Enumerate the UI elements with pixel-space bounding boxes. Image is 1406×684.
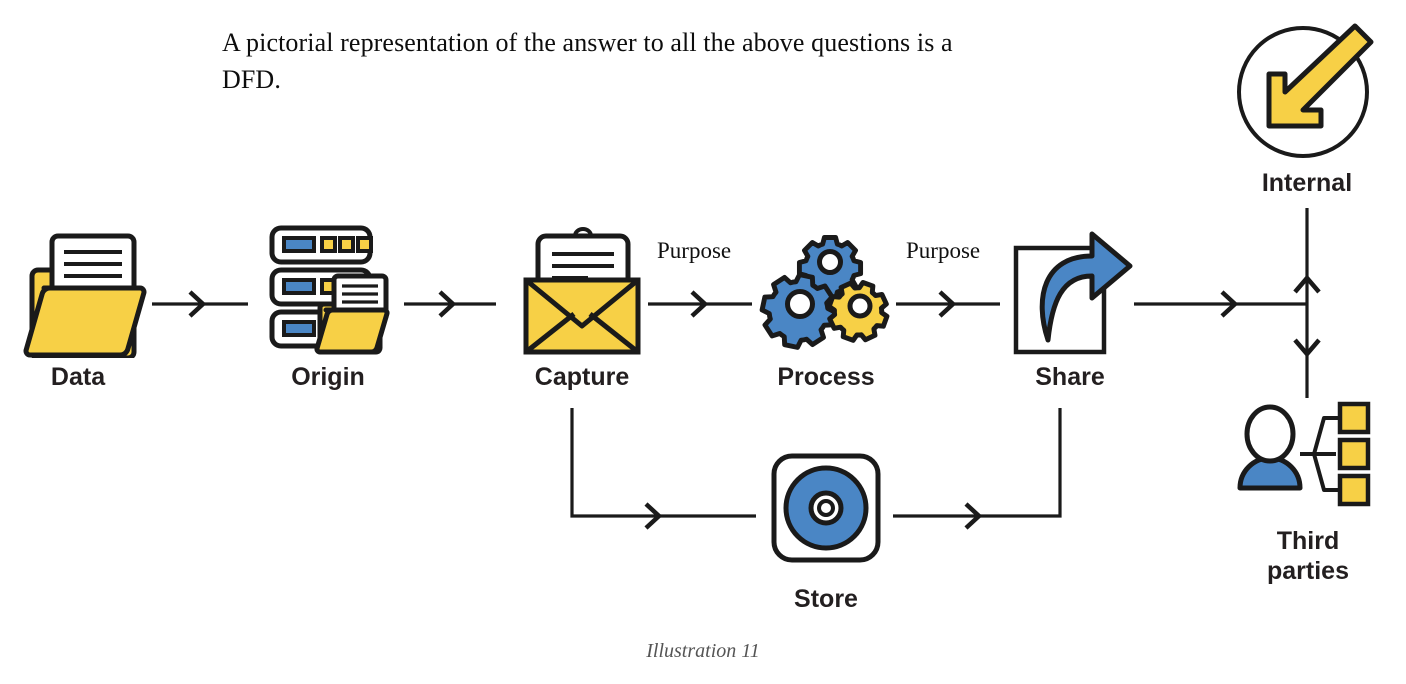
page-share-arrow-icon: [1013, 231, 1133, 355]
edge-capture-store: [570, 408, 756, 518]
node-store[interactable]: Store: [756, 450, 896, 614]
folder-document-icon: [23, 233, 147, 358]
node-origin[interactable]: Origin: [258, 218, 398, 392]
edge-label-purpose-1: Purpose: [657, 238, 732, 263]
arrowhead-capture-store: [644, 502, 663, 530]
arrowhead-to-third-parties: [1293, 338, 1321, 358]
node-process[interactable]: Process: [756, 218, 896, 392]
disc-storage-icon: [771, 453, 881, 563]
person-network-icon: [1237, 401, 1371, 507]
arrowhead-share-junction: [1220, 290, 1239, 318]
node-label-third-parties: Third parties: [1267, 527, 1349, 585]
arrowhead-to-internal: [1293, 274, 1321, 294]
edge-label-purpose-2: Purpose: [906, 238, 981, 263]
node-label-internal: Internal: [1261, 169, 1353, 197]
arrowhead-store-share: [964, 502, 983, 530]
node-share[interactable]: Share: [1000, 218, 1140, 392]
gear-right-yellow: [826, 280, 890, 343]
node-label-process: Process: [777, 363, 875, 391]
arrowhead-process-share: [938, 290, 957, 318]
node-label-capture: Capture: [534, 363, 630, 391]
node-label-store: Store: [794, 585, 858, 613]
gears-icon: [759, 235, 890, 350]
node-internal[interactable]: Internal: [1237, 14, 1377, 198]
node-label-data: Data: [50, 363, 106, 391]
figure-caption: Illustration 11: [646, 640, 760, 662]
arrowhead-origin-capture: [438, 290, 457, 318]
node-third-parties[interactable]: Third parties: [1228, 392, 1388, 586]
server-rack-folder-icon: [269, 225, 390, 355]
gear-left-blue: [759, 272, 838, 350]
node-data[interactable]: Data: [8, 218, 148, 392]
node-label-share: Share: [1035, 363, 1105, 391]
circle-inward-arrow-icon: [1237, 23, 1374, 158]
arrowhead-capture-process: [690, 290, 709, 318]
intro-paragraph: A pictorial representation of the answer…: [222, 28, 953, 94]
arrowhead-data-origin: [188, 290, 207, 318]
node-label-origin: Origin: [291, 363, 365, 391]
envelope-document-icon: [523, 227, 641, 355]
node-capture[interactable]: Capture: [512, 218, 652, 392]
edge-store-share: [893, 408, 1062, 518]
